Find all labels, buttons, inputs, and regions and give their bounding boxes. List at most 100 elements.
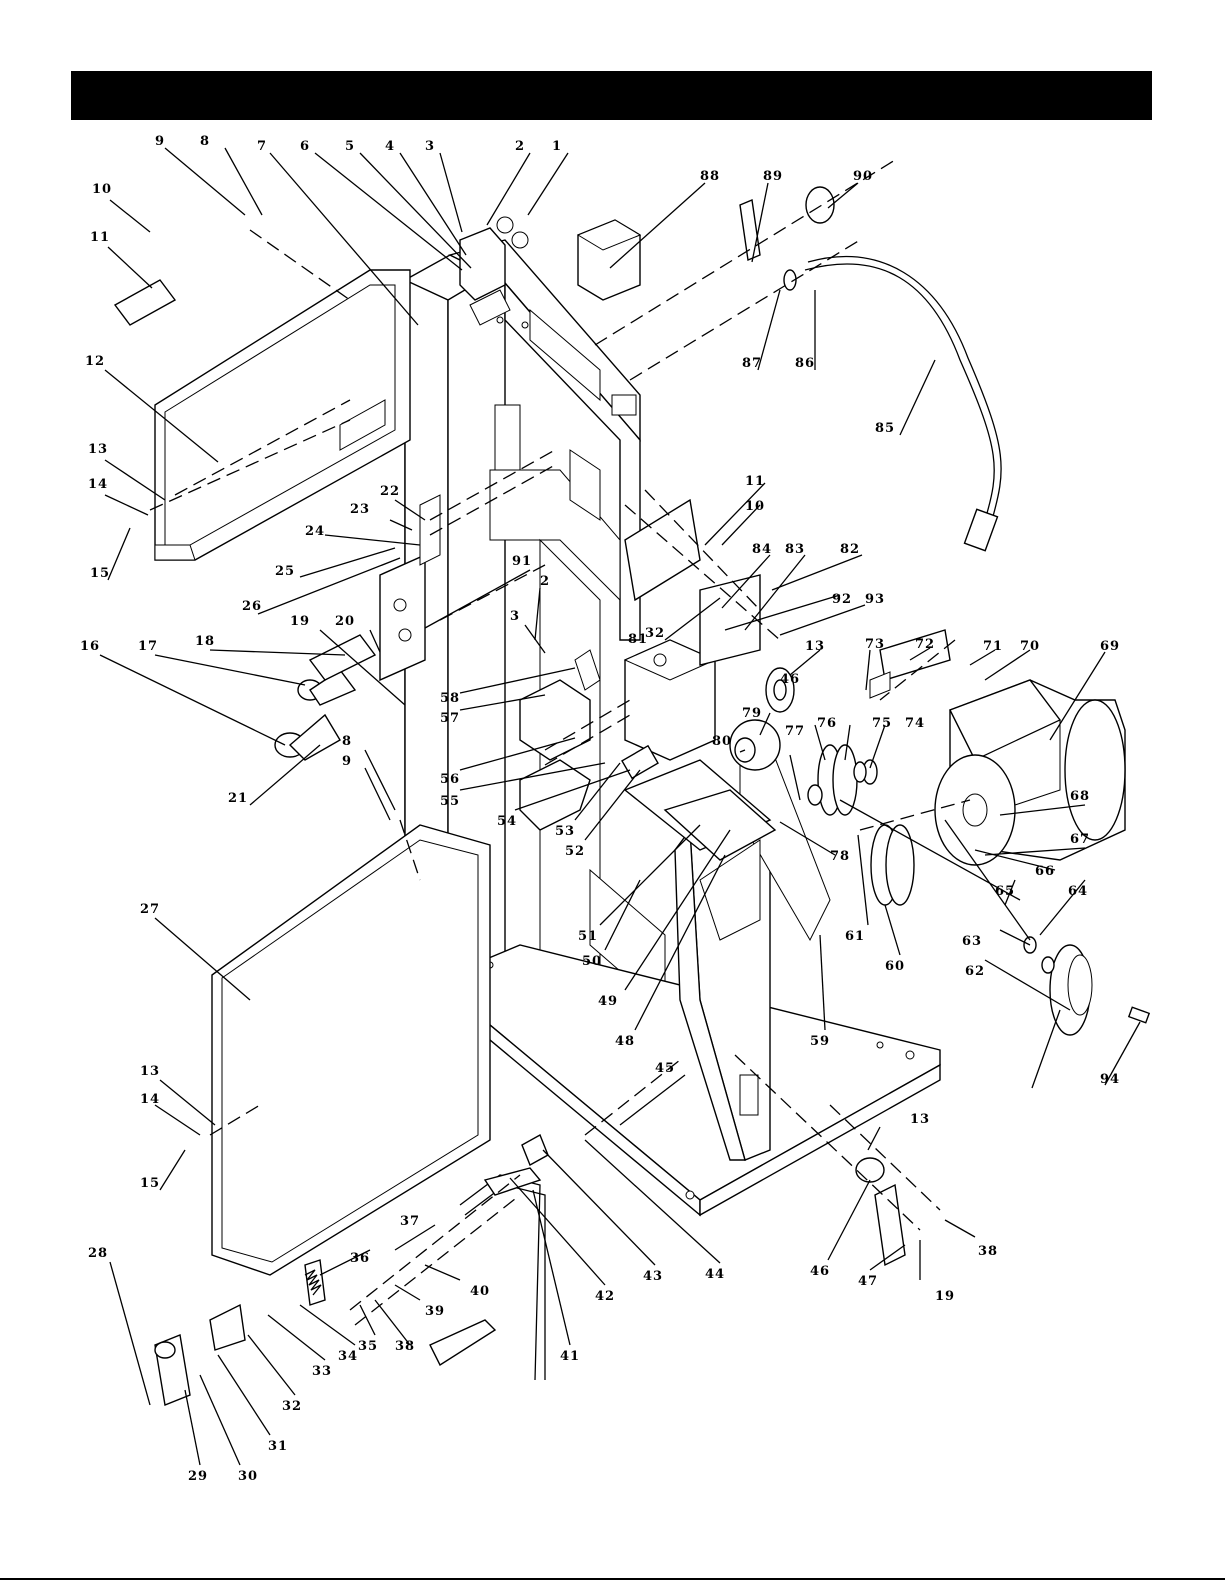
callout-56: 56 [440,772,460,787]
callout-19: 19 [290,614,310,629]
base-plate [459,944,941,1217]
lower-door-panel [211,824,491,1276]
callout-2: 2 [515,139,525,154]
callout-93: 93 [865,592,885,607]
callout-6: 6 [300,139,310,154]
callout-85: 85 [875,421,895,436]
callout-14-lower-left: 14 [140,1092,160,1107]
callout-41: 41 [560,1349,580,1364]
callout-38-bottom-right: 38 [978,1244,998,1259]
callout-26: 26 [242,599,262,614]
callout-69: 69 [1100,639,1120,654]
callout-49: 49 [598,994,618,1009]
callout-94: 94 [1100,1072,1120,1087]
callout-92: 92 [832,592,852,607]
callout-16: 16 [80,639,100,654]
callout-36: 36 [350,1251,370,1266]
assembly-lines [149,159,971,1326]
callout-29: 29 [188,1469,208,1484]
callout-65: 65 [995,884,1015,899]
callout-10: 10 [92,182,112,197]
callout-20: 20 [335,614,355,629]
callout-28: 28 [88,1246,108,1261]
callout-35: 35 [358,1339,378,1354]
callout-11: 11 [90,230,110,245]
callout-50: 50 [582,954,602,969]
limit-switch [154,1259,326,1406]
callout-47: 47 [858,1274,878,1289]
callout-64: 64 [1068,884,1088,899]
callout-75: 75 [872,716,892,731]
callout-45: 45 [655,1061,675,1076]
callout-4: 4 [385,139,395,154]
header-bar [71,71,1152,120]
callout-39: 39 [425,1304,445,1319]
callout-30: 30 [238,1469,258,1484]
callout-63: 63 [962,934,982,949]
pulley-parts [729,667,1151,1036]
callout-46-bottom: 46 [810,1264,830,1279]
callout-88: 88 [700,169,720,184]
callout-82: 82 [840,542,860,557]
callout-14: 14 [88,477,108,492]
callout-62: 62 [965,964,985,979]
callout-74: 74 [905,716,925,731]
callout-81: 81 [628,632,648,647]
callout-5: 5 [345,139,355,154]
callout-90: 90 [853,169,873,184]
callout-77: 77 [785,724,805,739]
blade-guide-assembly [459,216,529,326]
callout-12: 12 [85,354,105,369]
callout-87: 87 [742,356,762,371]
callout-10-right: 10 [745,499,765,514]
callout-21: 21 [228,791,248,806]
callout-17: 17 [138,639,158,654]
bracket-47 [855,1157,906,1267]
callout-23: 23 [350,502,370,517]
callout-33: 33 [312,1364,332,1379]
callout-58: 58 [440,691,460,706]
knob-90 [739,186,835,291]
power-cord [804,255,1002,552]
callout-52: 52 [565,844,585,859]
callout-73: 73 [865,637,885,652]
callout-67: 67 [1070,832,1090,847]
callout-7: 7 [257,139,267,154]
pulley-housing [623,734,831,942]
callout-22: 22 [380,484,400,499]
callout-40: 40 [470,1284,490,1299]
callout-27: 27 [140,902,160,917]
callout-1: 1 [552,139,562,154]
callout-84: 84 [752,542,772,557]
callout-48: 48 [615,1034,635,1049]
callout-66: 66 [1035,864,1055,879]
lower-guide-assembly [519,649,659,831]
callout-89: 89 [763,169,783,184]
callout-38: 38 [395,1339,415,1354]
callout-25: 25 [275,564,295,579]
callout-2-lower: 2 [540,574,550,589]
callout-59: 59 [810,1034,830,1049]
foot-pedal [429,1134,549,1381]
callout-83: 83 [785,542,805,557]
callout-32: 32 [282,1399,302,1414]
shaft [839,629,1031,941]
callout-13-right: 13 [805,639,825,654]
callout-79: 79 [742,706,762,721]
callout-71: 71 [983,639,1003,654]
callout-13-bottom-right: 13 [910,1112,930,1127]
callout-80: 80 [712,734,732,749]
callout-76: 76 [817,716,837,731]
callout-37: 37 [400,1214,420,1229]
callout-51: 51 [578,929,598,944]
callout-70: 70 [1020,639,1040,654]
callout-61: 61 [845,929,865,944]
callout-42: 42 [595,1289,615,1304]
top-cover-88 [576,219,642,301]
callout-11-right: 11 [745,474,765,489]
callout-46: 46 [780,672,800,687]
callout-53: 53 [555,824,575,839]
callout-60: 60 [885,959,905,974]
callout-19-bottom-right: 19 [935,1289,955,1304]
